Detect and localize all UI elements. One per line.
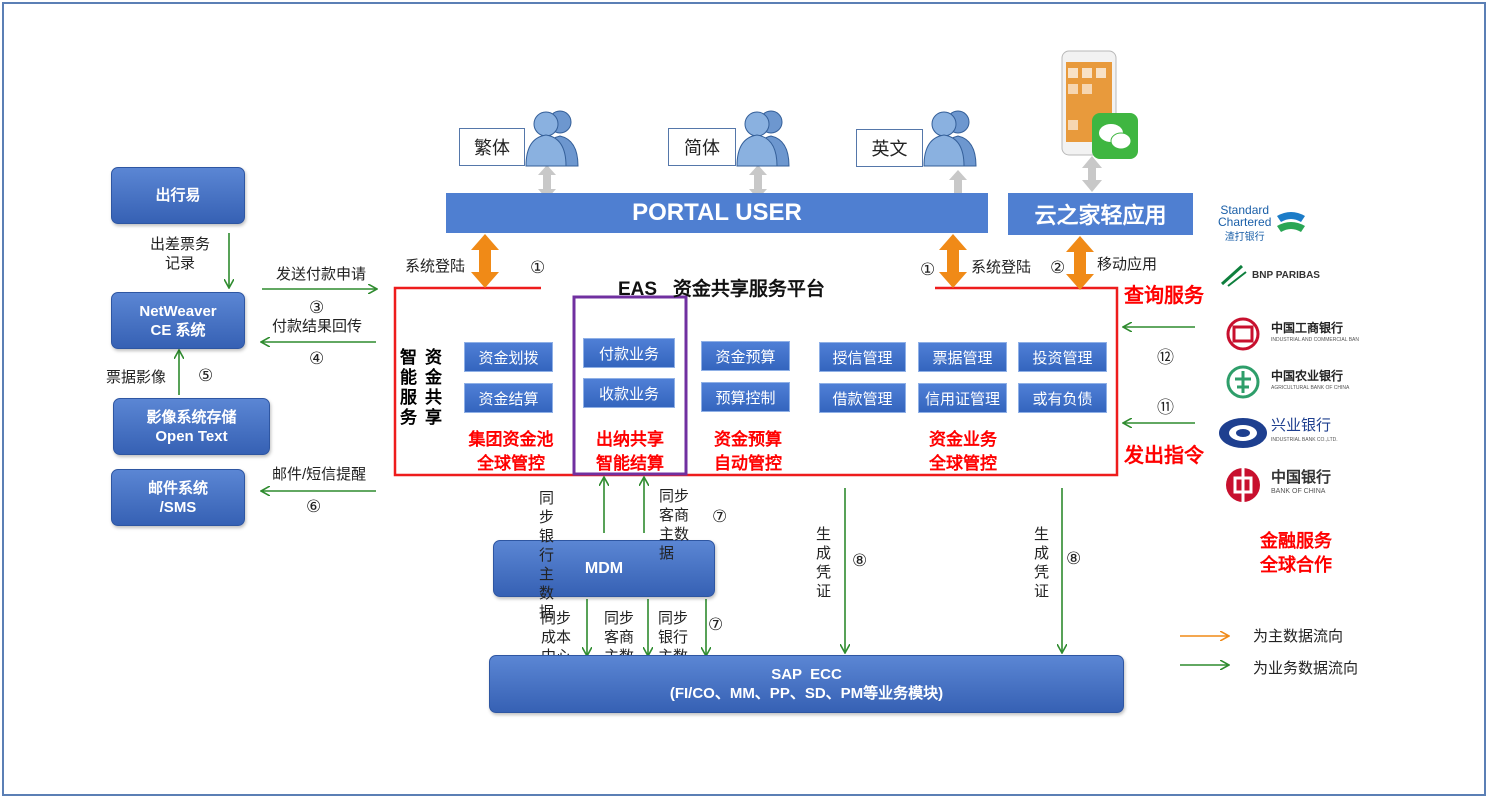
mobile-app-label: 移动应用 <box>1097 256 1158 273</box>
fund-sharing-text: 资金共享 <box>425 348 442 427</box>
sync-bank-up-label: 同步银行主数据 <box>539 490 555 621</box>
bank-abc: 中国农业银行 AGRICULTURAL BANK OF CHINA <box>1217 365 1359 399</box>
users-icon <box>923 110 977 167</box>
group-title-pool: 集团资金池 全球管控 <box>468 430 554 473</box>
send-command-label: 发出指令 <box>1124 445 1204 467</box>
legend-master-label: 为主数据流向 <box>1253 628 1344 645</box>
bank-boc: 中国银行 BANK OF CHINA <box>1217 466 1331 504</box>
module-fund-budget: 资金预算 <box>701 341 790 371</box>
eas-frame <box>393 286 1119 477</box>
icbc-logo-icon <box>1226 317 1260 351</box>
step-1-left: ① <box>530 258 546 277</box>
step-8-left: ⑧ <box>852 551 868 570</box>
step-8-right: ⑧ <box>1066 549 1082 568</box>
voucher-left-label: 生成凭证 <box>816 526 832 600</box>
mail-sms-label: 邮件/短信提醒 <box>272 466 367 483</box>
group-title-budget: 资金预算 自动管控 <box>714 430 782 473</box>
smart-service-text: 智能服务 <box>400 348 417 427</box>
orange-arrows <box>471 234 1094 290</box>
users-icon <box>525 110 579 167</box>
step-2: ② <box>1050 258 1066 277</box>
cloud-app-bar: 云之家轻应用 <box>1008 193 1193 235</box>
boc-logo-icon <box>1226 468 1260 502</box>
users-icon <box>736 110 790 167</box>
wechat-icon <box>1092 113 1138 159</box>
step-1-right: ① <box>920 260 936 279</box>
bank-cib: 兴业银行 INDUSTRIAL BANK CO.,LTD. <box>1217 416 1338 450</box>
step-5: ⑤ <box>198 366 214 385</box>
group-title-business: 资金业务 全球管控 <box>929 430 997 473</box>
step-3: ③ <box>309 298 325 317</box>
step-4: ④ <box>309 349 325 368</box>
step-6: ⑥ <box>306 497 322 516</box>
mail-system-box: 邮件系统 /SMS <box>111 469 245 526</box>
abc-logo-icon <box>1226 365 1260 399</box>
module-fund-transfer: 资金划拨 <box>464 342 553 372</box>
sap-title: SAP ECC <box>771 666 842 683</box>
step-12: ⑫ <box>1157 348 1174 367</box>
sap-ecc-box: SAP ECC (FI/CO、MM、PP、SD、PM等业务模块) <box>489 655 1124 713</box>
group-title-cashier: 出纳共享 智能结算 <box>596 430 664 473</box>
module-fund-settlement: 资金结算 <box>464 383 553 413</box>
cashier-highlight <box>572 295 688 476</box>
mdm-box: MDM <box>493 540 715 597</box>
sap-subtitle: (FI/CO、MM、PP、SD、PM等业务模块) <box>669 685 944 702</box>
bank-standard-chartered: Standard Chartered 渣打银行 <box>1218 204 1311 243</box>
login-left-label: 系统登陆 <box>405 258 466 275</box>
eas-title: EAS 资金共享服务平台 <box>618 279 825 300</box>
bnp-stars-icon <box>1220 264 1247 287</box>
query-service-label: 查询服务 <box>1124 285 1204 307</box>
module-contingent: 或有负债 <box>1018 383 1107 413</box>
bank-icbc: 中国工商银行 INDUSTRIAL AND COMMERCIAL BANK OF… <box>1217 317 1359 351</box>
lang-simplified: 简体 <box>668 128 736 166</box>
step-7-upper: ⑦ <box>712 507 728 526</box>
sync-customer-up-label: 同步客商主数据 <box>659 488 690 562</box>
module-credit: 授信管理 <box>819 342 906 372</box>
netweaver-box: NetWeaver CE 系统 <box>111 292 245 349</box>
module-borrowing: 借款管理 <box>819 383 906 413</box>
module-payment: 付款业务 <box>583 338 675 368</box>
payment-result-label: 付款结果回传 <box>272 318 363 335</box>
standard-chartered-logo-icon <box>1277 211 1306 232</box>
module-budget-control: 预算控制 <box>701 382 790 412</box>
chuxingyi-box: 出行易 <box>111 167 245 224</box>
lang-english: 英文 <box>856 129 923 167</box>
lang-traditional: 繁体 <box>459 128 525 166</box>
bank-bnp-paribas: BNP PARIBAS <box>1218 262 1320 288</box>
voucher-right-label: 生成凭证 <box>1034 526 1050 600</box>
image-system-box: 影像系统存储 Open Text <box>113 398 270 455</box>
portal-user-bar: PORTAL USER <box>446 193 988 233</box>
module-letter-credit: 信用证管理 <box>918 383 1007 413</box>
bill-image-label: 票据影像 <box>106 369 167 386</box>
travel-record-label: 出差票务 记录 <box>149 236 210 272</box>
login-right-label: 系统登陆 <box>971 259 1032 276</box>
send-payment-label: 发送付款申请 <box>276 266 367 283</box>
finance-service-label: 金融服务 全球合作 <box>1260 531 1332 575</box>
module-investment: 投资管理 <box>1018 342 1107 372</box>
step-11: ⑪ <box>1157 398 1174 417</box>
cib-logo-icon <box>1219 418 1267 448</box>
module-bills: 票据管理 <box>918 342 1007 372</box>
legend-business-label: 为业务数据流向 <box>1253 660 1359 677</box>
step-7-lower: ⑦ <box>708 615 724 634</box>
module-receipt: 收款业务 <box>583 378 675 408</box>
